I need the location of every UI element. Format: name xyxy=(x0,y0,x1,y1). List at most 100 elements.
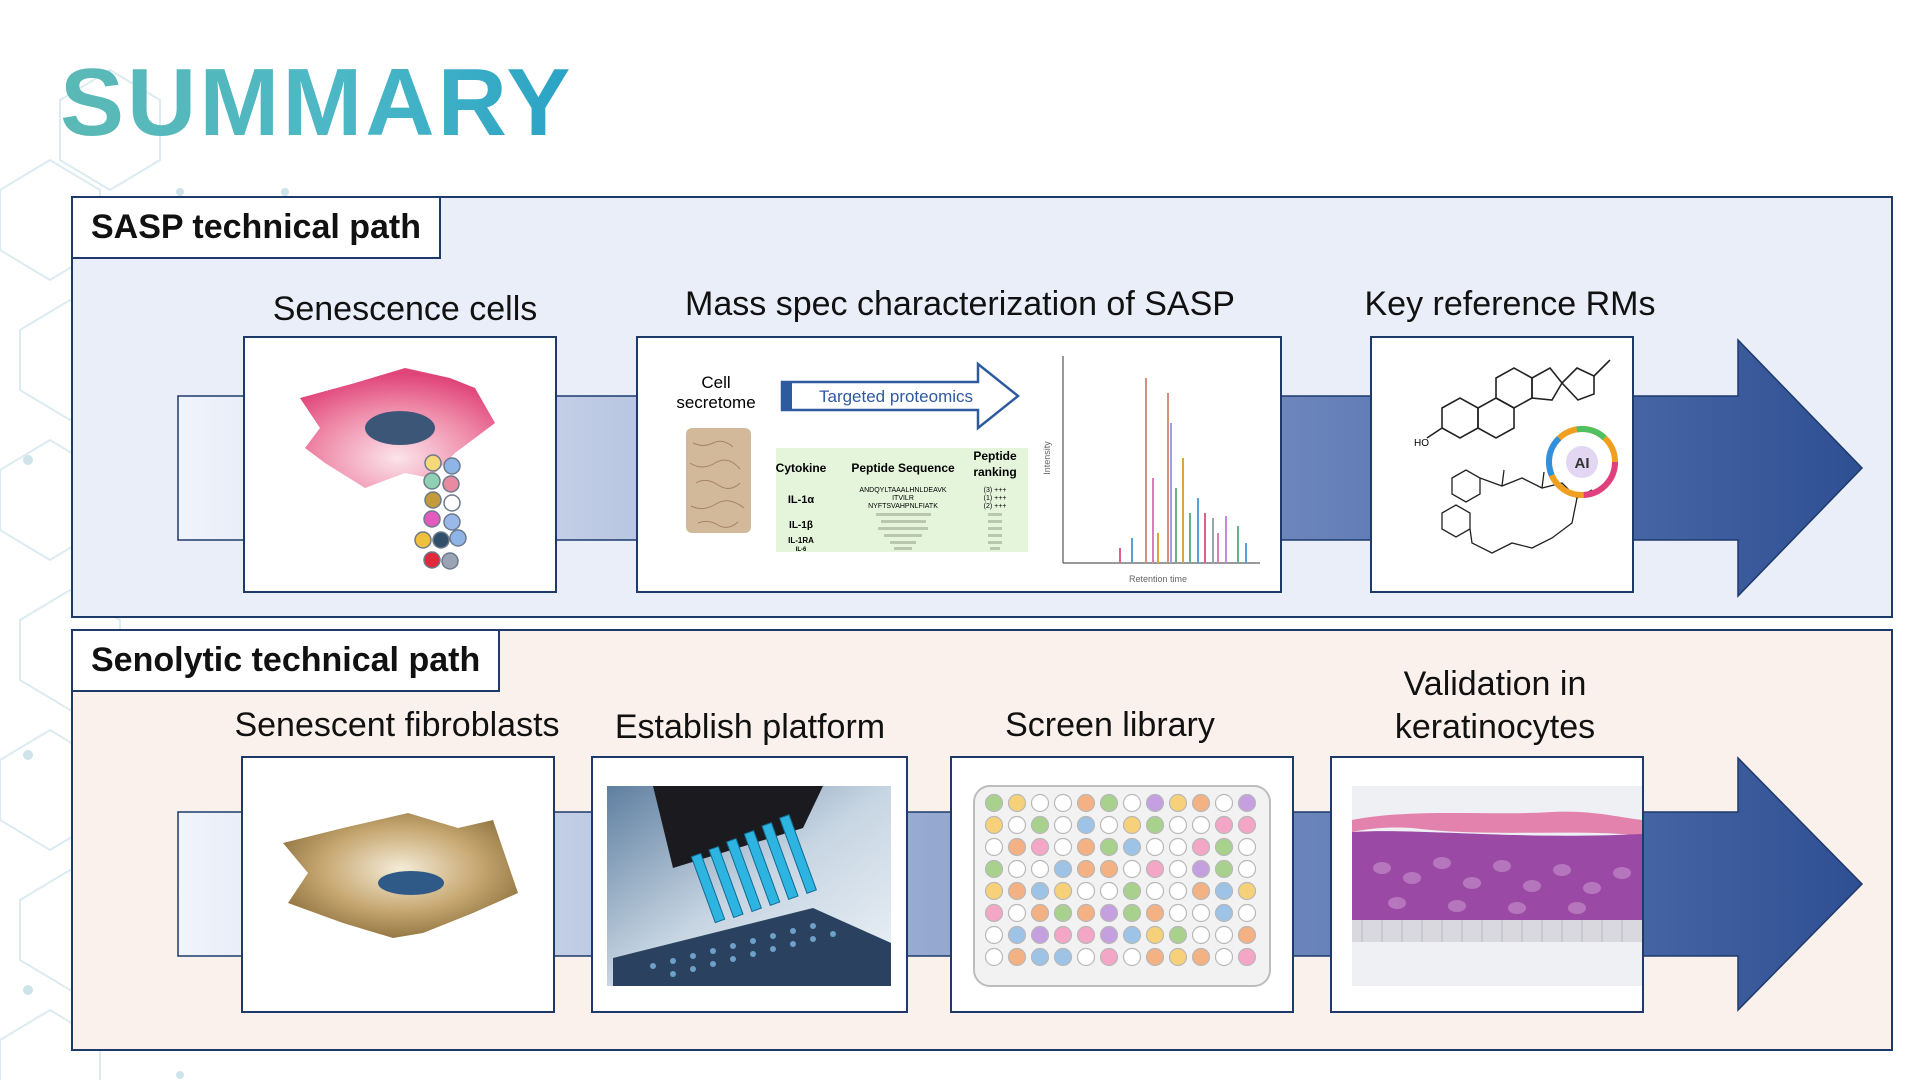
plate-well xyxy=(1191,837,1211,857)
plate-well xyxy=(1007,793,1027,813)
plate-well xyxy=(1099,837,1119,857)
cell-secretome-label-1: Cell xyxy=(701,373,730,392)
ai-badge-label: AI xyxy=(1575,455,1590,472)
plate-well xyxy=(1076,815,1096,835)
plate-well xyxy=(1237,837,1257,857)
plate-well xyxy=(1030,859,1050,879)
plate-well xyxy=(1237,903,1257,923)
plate-well xyxy=(1030,793,1050,813)
plate-well xyxy=(984,925,1004,945)
plate-well xyxy=(1099,881,1119,901)
plate-well xyxy=(1007,859,1027,879)
plate-well xyxy=(1145,815,1165,835)
cytokine-il1ra: IL-1RA xyxy=(788,536,814,545)
plate-well xyxy=(1099,903,1119,923)
plate-well xyxy=(1214,837,1234,857)
plate-well xyxy=(1122,815,1142,835)
stage-label-establish-platform: Establish platform xyxy=(614,708,886,746)
plate-well xyxy=(1053,881,1073,901)
plate-well xyxy=(1191,859,1211,879)
plate-well xyxy=(1191,815,1211,835)
plate-well xyxy=(1030,903,1050,923)
plate-well xyxy=(1099,859,1119,879)
plate-well xyxy=(1214,881,1234,901)
plate-well xyxy=(1030,947,1050,967)
plate-well xyxy=(1122,793,1142,813)
plate-well xyxy=(1237,881,1257,901)
plate-well xyxy=(984,947,1004,967)
table-header-peptide-sequence: Peptide Sequence xyxy=(851,461,955,475)
mass-spec-figure: Cell secretome Targeted proteomics Cytok… xyxy=(676,356,1260,584)
table-header-peptide: Peptide xyxy=(973,449,1017,463)
plate-well xyxy=(1053,815,1073,835)
plate-well xyxy=(1122,881,1142,901)
plate-well xyxy=(1076,925,1096,945)
plate-well xyxy=(984,859,1004,879)
stage-label-senescence-cells: Senescence cells xyxy=(272,290,538,328)
plate-well xyxy=(1145,859,1165,879)
fibroblast-illustration xyxy=(283,813,518,938)
skin-tissue-image xyxy=(1352,786,1642,986)
chemical-ho-label: HO xyxy=(1414,438,1429,449)
plate-well xyxy=(1191,925,1211,945)
plate-well xyxy=(1168,837,1188,857)
page-title: SUMMARY xyxy=(60,49,574,156)
table-header-cytokine: Cytokine xyxy=(776,461,827,475)
cytokine-il1b: IL-1β xyxy=(789,520,813,531)
cell-culture-image xyxy=(686,428,751,533)
plate-well xyxy=(1168,925,1188,945)
plate-well xyxy=(1076,903,1096,923)
plate-well xyxy=(1191,903,1211,923)
plate-well xyxy=(1145,903,1165,923)
plate-well xyxy=(1007,837,1027,857)
ranking-1: (3) +++ xyxy=(984,487,1007,494)
plate-well xyxy=(1007,815,1027,835)
plate-well xyxy=(984,793,1004,813)
cytokine-il1a: IL-1α xyxy=(788,494,815,506)
plate-well xyxy=(1191,947,1211,967)
plate-well xyxy=(1237,925,1257,945)
plate-well xyxy=(1145,793,1165,813)
plate-well xyxy=(1030,837,1050,857)
ranking-3: (2) +++ xyxy=(984,503,1007,510)
chromatogram: Intensity Retention time xyxy=(1042,356,1260,584)
mass-spec-box: Cell secretome Targeted proteomics Cytok… xyxy=(636,336,1282,593)
plate-well xyxy=(1099,947,1119,967)
plate-well xyxy=(1053,947,1073,967)
plate-well xyxy=(1076,947,1096,967)
plate-well xyxy=(1030,925,1050,945)
well-plate-image xyxy=(973,785,1271,987)
plate-well xyxy=(1168,947,1188,967)
plate-well xyxy=(984,815,1004,835)
stage-label-key-reference-rms: Key reference RMs xyxy=(1364,285,1656,323)
plate-well xyxy=(1099,815,1119,835)
pipette-platform-image xyxy=(607,786,891,986)
plate-well xyxy=(1168,815,1188,835)
senescent-fibroblast-box xyxy=(241,756,555,1013)
senolytic-panel-title: Senolytic technical path xyxy=(71,629,501,692)
ranking-2: (1) +++ xyxy=(984,495,1007,502)
plate-well xyxy=(1076,793,1096,813)
plate-well xyxy=(1007,881,1027,901)
plate-well xyxy=(1145,947,1165,967)
plate-well xyxy=(1122,947,1142,967)
plate-well xyxy=(1191,881,1211,901)
plate-well xyxy=(984,881,1004,901)
plate-well xyxy=(1007,925,1027,945)
plate-well xyxy=(1122,837,1142,857)
plate-well xyxy=(1168,881,1188,901)
plate-well xyxy=(1214,947,1234,967)
plate-well xyxy=(1237,859,1257,879)
plate-well xyxy=(1214,925,1234,945)
sasp-panel-title: SASP technical path xyxy=(71,196,442,259)
stage-label-validation-line1: Validation in xyxy=(1403,665,1587,703)
plate-well xyxy=(1076,859,1096,879)
targeted-proteomics-label: Targeted proteomics xyxy=(819,387,973,406)
plate-well xyxy=(1214,903,1234,923)
plate-well xyxy=(1053,859,1073,879)
establish-platform-box xyxy=(591,756,908,1013)
plate-well xyxy=(1168,859,1188,879)
plate-well xyxy=(1214,793,1234,813)
reference-rms-box: HO AI xyxy=(1370,336,1634,593)
plate-well xyxy=(1214,815,1234,835)
